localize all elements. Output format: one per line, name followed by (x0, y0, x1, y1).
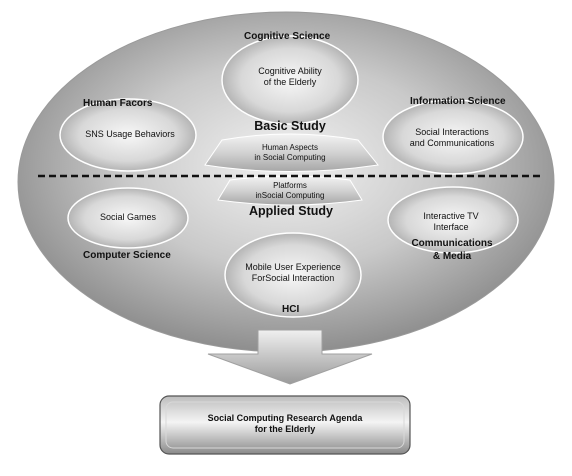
result-box-inner (165, 401, 405, 449)
area-cognitive-science: Cognitive Science (244, 31, 331, 42)
cognitive-ellipse (221, 35, 359, 125)
interactive-tv-line-2: Interface (433, 222, 469, 233)
platforms-line-2: inSocial Computing (255, 191, 325, 200)
result-box (159, 395, 411, 455)
cognitive-line-1: Cognitive Ability (258, 66, 322, 76)
area-communications-media: Communications & Media (400, 238, 504, 263)
applied-study-title: Applied Study (248, 204, 334, 218)
basic-study-center: Human Aspects in Social Computing (240, 143, 340, 163)
interactive-tv-line-1: Interactive TV (423, 211, 479, 221)
social-interactions-line-1: Social Interactions (415, 127, 489, 137)
applied-study-center: Platforms inSocial Computing (242, 181, 338, 201)
mobile-line-1: Mobile User Experience (245, 262, 341, 272)
result-line-1: Social Computing Research Agenda (207, 413, 363, 423)
area-human-factors: Human Facors (83, 98, 153, 109)
topic-social-interactions: Social Interactions and Communications (400, 127, 504, 150)
result-label: Social Computing Research Agenda for the… (166, 413, 404, 436)
topic-social-games: Social Games (99, 212, 157, 222)
social-games-ellipse (67, 187, 189, 249)
area-hci: HCI (282, 304, 300, 315)
interactive-tv-ellipse (387, 186, 519, 254)
media-line: & Media (432, 250, 472, 262)
area-information-science: Information Science (410, 96, 506, 107)
result-line-2: for the Elderly (254, 424, 316, 435)
mobile-ellipse (224, 232, 362, 318)
basic-study-platform (204, 133, 379, 172)
basic-study-title: Basic Study (254, 119, 326, 133)
human-aspects-line-1: Human Aspects (261, 143, 319, 152)
topic-mobile-ux: Mobile User Experience ForSocial Interac… (238, 262, 348, 285)
social-interactions-ellipse (382, 99, 524, 175)
social-interactions-line-2: and Communications (409, 138, 495, 149)
topic-interactive-tv: Interactive TV Interface (404, 211, 498, 234)
area-computer-science: Computer Science (83, 250, 171, 261)
down-arrow (207, 329, 373, 385)
communications-line: Communications (411, 238, 493, 249)
topic-sns-usage: SNS Usage Behaviors (85, 129, 175, 139)
cognitive-line-2: of the Elderly (263, 77, 317, 88)
mobile-line-2: ForSocial Interaction (251, 273, 335, 284)
human-aspects-line-2: in Social Computing (254, 153, 326, 162)
platforms-line-1: Platforms (273, 181, 307, 190)
topic-cognitive-ability: Cognitive Ability of the Elderly (240, 66, 340, 89)
sns-ellipse (59, 98, 197, 172)
